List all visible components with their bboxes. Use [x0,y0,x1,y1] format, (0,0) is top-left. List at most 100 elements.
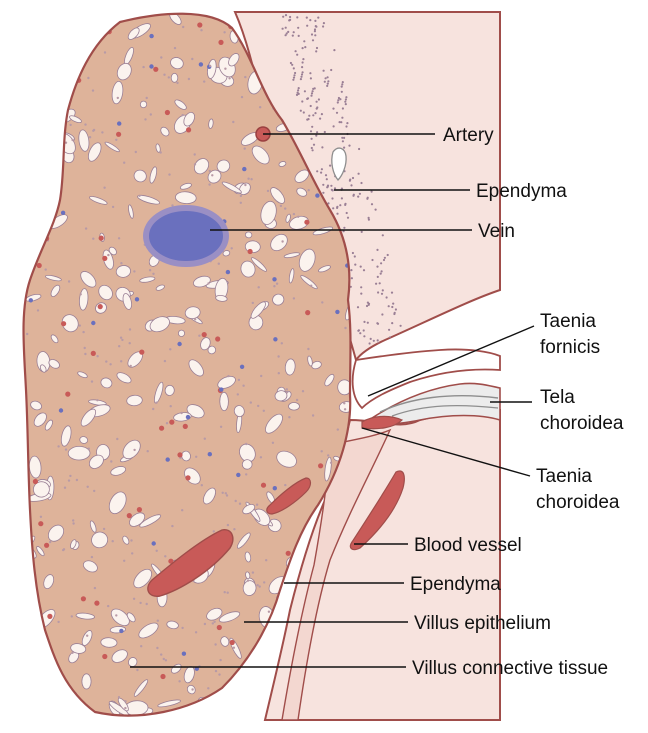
connective-tissue-space [221,181,242,194]
connective-tissue-space [160,126,170,137]
capillary-dot [111,540,114,543]
capillary-dot [32,583,35,586]
connective-tissue-space [251,257,267,272]
wall-dot [292,67,295,70]
wall-dot [406,336,409,339]
connective-tissue-space [170,57,184,70]
wall-dot [351,176,355,180]
capillary-dot [262,409,265,412]
capillary-dot [225,494,229,497]
capillary-dot [123,161,126,164]
wall-dot [330,68,333,72]
capillary-dot [164,555,167,558]
capillary-dot [25,532,28,536]
wall-dot [395,346,398,350]
wall-dot [282,15,285,18]
plexus-outline [22,12,352,717]
capillary-dot [101,131,104,134]
capillary-dot [216,624,222,631]
wall-dot [333,49,336,52]
wall-dot [386,253,389,257]
capillary-dot [244,183,247,187]
capillary-dot [230,247,233,250]
capillary-dot [124,700,127,703]
connective-tissue-space [183,111,195,127]
wall-dot [309,72,312,75]
capillary-dot [257,286,260,289]
wall-dot [376,322,379,325]
wall-dot [316,170,319,173]
wall-dot [303,90,306,93]
wall-dot [326,82,329,85]
label-taenia-fornicis-line1: Taenia [540,311,596,332]
connective-tissue-space [186,404,205,419]
capillary-dot [228,77,231,80]
wall-dot [284,14,288,17]
connective-tissue-space [324,373,335,387]
capillary-dot [149,113,152,116]
wall-dot [336,212,339,215]
capillary-dot [91,320,96,326]
connective-tissue-space [36,546,45,557]
capillary-dot [257,404,260,408]
capillary-dot [207,687,210,690]
capillary-dot [86,634,89,637]
connective-tissue-space [23,126,40,141]
wall-dot [316,131,319,134]
wall-dot [303,40,306,43]
wall-dot [376,265,379,268]
capillary-dot [352,408,354,410]
connective-tissue-space [193,275,211,288]
connective-tissue-space [100,637,118,648]
capillary-dot [116,131,122,137]
wall-dot [370,203,374,206]
capillary-dot [62,548,65,552]
connective-tissue-space [244,231,253,239]
wall-dot [330,188,333,191]
connective-tissue-space [127,27,140,40]
wall-dot [390,291,394,294]
wall-dot [360,292,363,295]
wall-dot [337,96,340,100]
connective-tissue-space [220,636,230,647]
connective-tissue-space [44,274,62,282]
capillary-dot [185,475,191,481]
wall-dot [310,146,313,150]
connective-tissue-space [26,652,52,660]
capillary-dot [61,321,67,327]
connective-tissue-space [250,301,266,319]
wall-dot [320,168,323,171]
capillary-dot [265,559,268,562]
capillary-dot [260,482,267,488]
connective-tissue-space [296,187,308,197]
connective-tissue-space [98,284,113,301]
connective-tissue-space [104,141,120,153]
wall-dot [381,313,384,316]
capillary-dot [117,121,122,126]
connective-tissue-space [307,355,313,367]
connective-tissue-space [179,182,192,190]
wall-dot [346,122,349,125]
capillary-dot [110,460,113,463]
wall-dot [372,339,375,342]
capillary-dot [124,706,127,710]
capillary-dot [62,28,66,31]
capillary-dot [182,25,185,29]
wall-dot [302,111,305,114]
capillary-dot [98,235,104,241]
connective-tissue-space [43,574,55,590]
wall-dot [382,258,386,262]
wall-dot [301,47,304,50]
capillary-dot [193,153,196,156]
connective-tissue-space [33,412,47,427]
label-taenia-fornicis-line2: fornicis [540,337,600,358]
capillary-dot [71,651,74,654]
capillary-dot [168,173,171,176]
tela-choroidea [370,382,501,425]
wall-dot [381,348,385,351]
capillary-dot [234,499,237,503]
capillary-dot [115,138,118,141]
wall-dot [312,114,315,117]
connective-tissue-space [49,695,71,703]
connective-tissue-space [270,233,288,252]
